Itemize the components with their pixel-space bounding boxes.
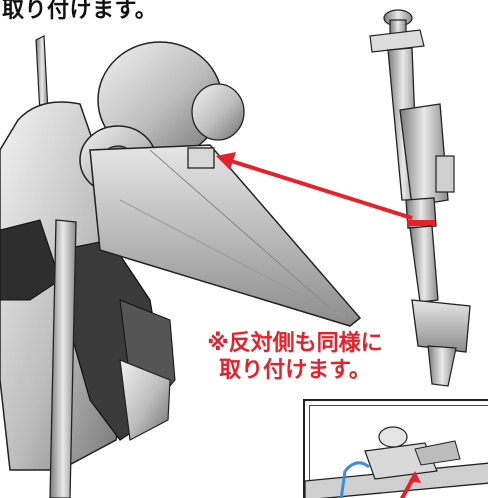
robot-leg-pole	[49, 219, 77, 498]
note-text: ※反対側も同様に 取り付けます。	[186, 330, 404, 384]
attach-marker	[407, 220, 435, 226]
robot-arm-cone	[89, 144, 362, 327]
inset-illustration	[305, 426, 488, 498]
detail-inset	[303, 399, 488, 498]
robot-head-pod	[191, 83, 245, 141]
antenna	[35, 35, 49, 115]
attachment-arrow	[216, 152, 413, 220]
heading-text: 取り付けます。	[2, 0, 158, 23]
note-line-2: 取り付けます。	[219, 358, 371, 383]
mount-socket	[187, 147, 215, 169]
inset-frame	[309, 405, 488, 498]
rifle-part	[369, 9, 471, 387]
note-line-1: ※反対側も同様に	[207, 331, 383, 356]
